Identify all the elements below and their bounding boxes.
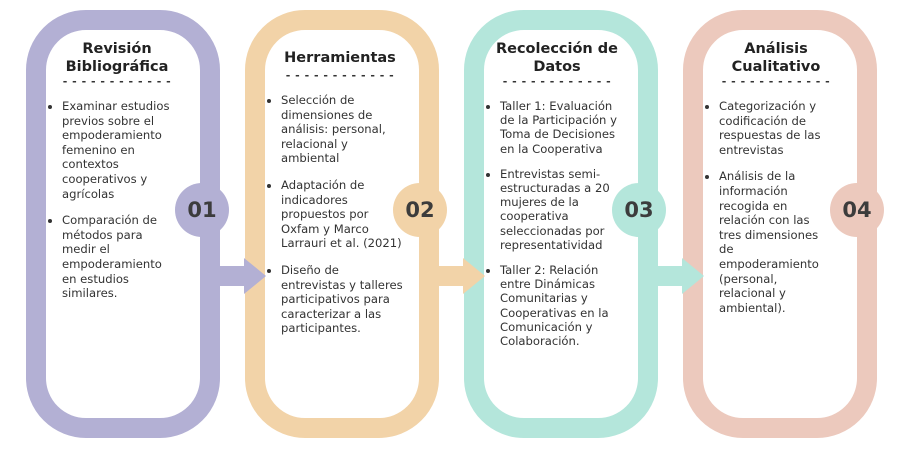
stage-4-number-badge: 04 [830,183,884,237]
stage-4-item: Categorización y codificación de respues… [719,99,835,157]
stage-2-item: Selección de dimensiones de análisis: pe… [281,93,405,166]
stage-3-list: Taller 1: Evaluación de la Participación… [484,99,628,348]
arrow-2-to-3 [429,258,485,294]
stage-3-number: 03 [624,198,654,222]
stage-3-title: Recolección de Datos [495,41,619,75]
stage-4-list: Categorización y codificación de respues… [703,99,835,315]
stage-2-content: Herramientas - - - - - - - - - - - - Sel… [265,40,415,348]
stage-1-item: Examinar estudios previos sobre el empod… [62,99,178,201]
stage-2-number-badge: 02 [393,183,447,237]
stage-1-list: Examinar estudios previos sobre el empod… [46,99,178,301]
stage-3-item: Taller 2: Relación entre Dinámicas Comun… [500,263,628,348]
stage-2-item: Adaptación de indicadores propuestos por… [281,178,405,251]
stage-3-item: Taller 1: Evaluación de la Participación… [500,99,628,156]
stage-2-item: Diseño de entrevistas y talleres partici… [281,263,405,336]
stage-3-number-badge: 03 [612,183,666,237]
stage-1-content: Revisión Bibliográfica - - - - - - - - -… [46,40,188,313]
stage-3-content: Recolección de Datos - - - - - - - - - -… [484,40,630,360]
stage-2-title: Herramientas [284,50,396,66]
stage-3-item: Entrevistas semi-estructuradas a 20 muje… [500,167,628,252]
stage-4-item: Análisis de la información recogida en r… [719,169,835,315]
arrow-1-to-2 [210,258,266,294]
stage-1-number-badge: 01 [175,183,229,237]
stage-4-title: Análisis Cualitativo [731,41,821,75]
stage-2-number: 02 [405,198,435,222]
stage-4-separator: - - - - - - - - - - - - [721,75,831,88]
stage-1-separator: - - - - - - - - - - - - [62,75,172,88]
stage-1-item: Comparación de métodos para medir el emp… [62,213,178,301]
arrow-3-to-4 [648,258,704,294]
stage-2-list: Selección de dimensiones de análisis: pe… [265,93,405,336]
stage-3-separator: - - - - - - - - - - - - [502,75,612,88]
stage-2-separator: - - - - - - - - - - - - [285,69,395,82]
stage-4-number: 04 [842,198,872,222]
stage-1-title: Revisión Bibliográfica [65,41,169,75]
stage-1-number: 01 [187,198,217,222]
stage-4-content: Análisis Cualitativo - - - - - - - - - -… [703,40,849,327]
